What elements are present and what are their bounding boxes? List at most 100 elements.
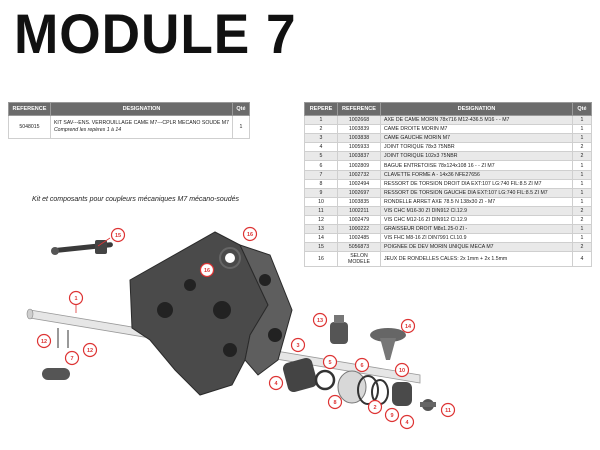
key-part xyxy=(42,368,70,380)
callout-11: 11 xyxy=(440,402,456,418)
kit-designation-line1: KIT SAV---ENS. VERROUILLAGE CAME M7---CP… xyxy=(53,120,229,126)
callout-12-right: 12 xyxy=(82,342,98,358)
kit-header-qty: Qté xyxy=(232,102,250,116)
parts-cell-repere: 5 xyxy=(304,151,338,162)
parts-cell-reference: 1003835 xyxy=(337,196,381,207)
parts-cell-reference: 1002668 xyxy=(337,114,381,126)
parts-cell-qty: 1 xyxy=(572,196,592,207)
callout-5: 5 xyxy=(322,354,338,370)
callout-10: 10 xyxy=(394,362,410,378)
callout-7: 7 xyxy=(64,350,80,366)
callout-6: 6 xyxy=(354,357,370,373)
parts-cell-repere: 4 xyxy=(304,142,338,153)
parts-cell-repere: 6 xyxy=(304,160,338,171)
parts-cell-designation: RESSORT DE TORSION GAUCHE DIA EXT:107 LG… xyxy=(380,187,573,198)
parts-cell-reference: 1002809 xyxy=(337,160,381,171)
parts-cell-qty: 2 xyxy=(572,151,592,162)
parts-cell-designation: BAGUE ENTRETOISE 78x124x108 16 - - ZI M7 xyxy=(380,160,573,171)
parts-cell-designation: AXE DE CAME MORIN 78x716 M12-436.5 M16 -… xyxy=(380,114,573,126)
parts-cell-reference: 1003838 xyxy=(337,133,381,144)
parts-cell-qty: 1 xyxy=(572,187,592,198)
svg-text:12: 12 xyxy=(87,348,93,354)
parts-cell-qty: 4 xyxy=(572,251,592,268)
callout-16-top: 16 xyxy=(242,226,258,242)
parts-cell-designation: JOINT TORIQUE 78x3 75NBR xyxy=(380,142,573,153)
svg-text:5: 5 xyxy=(328,360,331,366)
svg-text:4: 4 xyxy=(274,381,278,387)
parts-cell-reference: SELON MODELE xyxy=(337,251,381,268)
callout-8: 8 xyxy=(327,394,343,410)
callout-16-mid: 16 xyxy=(199,262,215,278)
svg-text:15: 15 xyxy=(115,233,121,239)
svg-text:12: 12 xyxy=(41,339,47,345)
parts-cell-reference: 1002732 xyxy=(337,169,381,180)
svg-text:9: 9 xyxy=(390,413,393,419)
parts-cell-qty: 1 xyxy=(572,169,592,180)
svg-text:4: 4 xyxy=(405,420,409,426)
cam-right-assembly xyxy=(282,357,436,411)
parts-cell-repere: 7 xyxy=(304,169,338,180)
svg-text:1: 1 xyxy=(74,296,77,302)
parts-header-qty: Qté xyxy=(572,102,592,116)
parts-cell-designation: CAME GAUCHE MORIN M7 xyxy=(380,133,573,144)
parts-cell-qty: 2 xyxy=(572,242,592,253)
svg-text:14: 14 xyxy=(405,324,412,330)
parts-cell-repere: 1 xyxy=(304,114,338,126)
kit-table: REFERENCE DESIGNATION Qté 5048015 KIT SA… xyxy=(8,102,250,139)
kit-designation: KIT SAV---ENS. VERROUILLAGE CAME M7---CP… xyxy=(49,115,234,139)
parts-cell-repere: 9 xyxy=(304,187,338,198)
parts-cell-designation: JOINT TORIQUE 102x3 75NBR xyxy=(380,151,573,162)
coupler-frame-part xyxy=(129,231,293,396)
parts-cell-designation: CLAVETTE FORME A - 14x36 NFE27656 xyxy=(380,169,573,180)
parts-cell-qty: 1 xyxy=(572,124,592,135)
svg-text:8: 8 xyxy=(333,400,336,406)
parts-cell-reference: 1005933 xyxy=(337,142,381,153)
parts-cell-designation: RESSORT DE TORSION DROIT DIA EXT:107 LG:… xyxy=(380,178,573,189)
parts-header-repere: REPERE xyxy=(304,102,338,116)
svg-text:11: 11 xyxy=(445,408,451,414)
parts-cell-designation: JEUX DE RONDELLES CALES: 2x 1mm + 2x 1.5… xyxy=(380,251,573,268)
svg-text:16: 16 xyxy=(247,232,253,238)
exploded-view-diagram: 15 16 16 1 12 7 12 13 14 3 4 5 6 10 8 2 … xyxy=(26,226,456,430)
screw-14-part xyxy=(370,328,406,360)
callout-12-left: 12 xyxy=(36,333,52,349)
parts-cell-qty: 1 xyxy=(572,114,592,126)
parts-cell-qty: 2 xyxy=(572,142,592,153)
screws-12-part xyxy=(57,328,69,348)
callout-2: 2 xyxy=(367,399,383,415)
kit-table-row: 5048015 KIT SAV---ENS. VERROUILLAGE CAME… xyxy=(8,115,250,139)
svg-text:7: 7 xyxy=(70,356,73,362)
callout-13: 13 xyxy=(312,312,328,328)
svg-text:13: 13 xyxy=(317,318,323,324)
kit-designation-line2: Comprend les repères 1 à 14 xyxy=(53,127,122,133)
parts-cell-repere: 10 xyxy=(304,196,338,207)
callout-9: 9 xyxy=(384,407,400,423)
shim-washers-part xyxy=(219,247,241,269)
parts-cell-qty: 1 xyxy=(572,178,592,189)
kit-table-header: REFERENCE DESIGNATION Qté xyxy=(8,102,250,116)
parts-cell-reference: 1002697 xyxy=(337,187,381,198)
callout-15: 15 xyxy=(97,227,126,247)
parts-cell-repere: 2 xyxy=(304,124,338,135)
callout-4-left: 4 xyxy=(268,375,284,391)
parts-cell-designation: CAME DROITE MORIN M7 xyxy=(380,124,573,135)
callout-14: 14 xyxy=(400,318,416,334)
parts-cell-qty: 1 xyxy=(572,160,592,171)
parts-cell-reference: 1002494 xyxy=(337,178,381,189)
svg-text:2: 2 xyxy=(373,405,376,411)
kit-header-designation: DESIGNATION xyxy=(49,102,234,116)
parts-table-header: REPERE REFERENCE DESIGNATION Qté xyxy=(304,102,592,116)
svg-text:6: 6 xyxy=(360,363,363,369)
parts-cell-repere: 16 xyxy=(304,251,338,268)
